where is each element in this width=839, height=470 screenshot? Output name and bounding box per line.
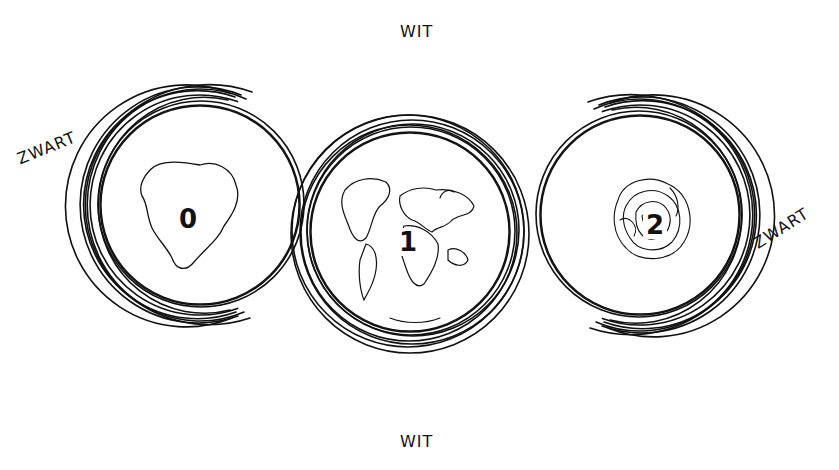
globe-circle: 0 — [100, 105, 300, 305]
circle-outline — [101, 106, 299, 304]
callout-number: 0 — [176, 205, 200, 234]
note-label: WIT — [400, 432, 433, 451]
circle-outline — [540, 115, 740, 315]
note-label: WIT — [400, 22, 433, 41]
globe-circle: 1 — [310, 132, 510, 332]
circle-outline — [311, 133, 509, 331]
globe-circle: 2 — [540, 115, 740, 315]
callout-number: 2 — [643, 211, 667, 240]
callout-number: 1 — [396, 228, 420, 257]
circle-outline — [541, 116, 739, 314]
circle-outline — [100, 105, 300, 305]
note-label: ZWART — [14, 128, 78, 169]
